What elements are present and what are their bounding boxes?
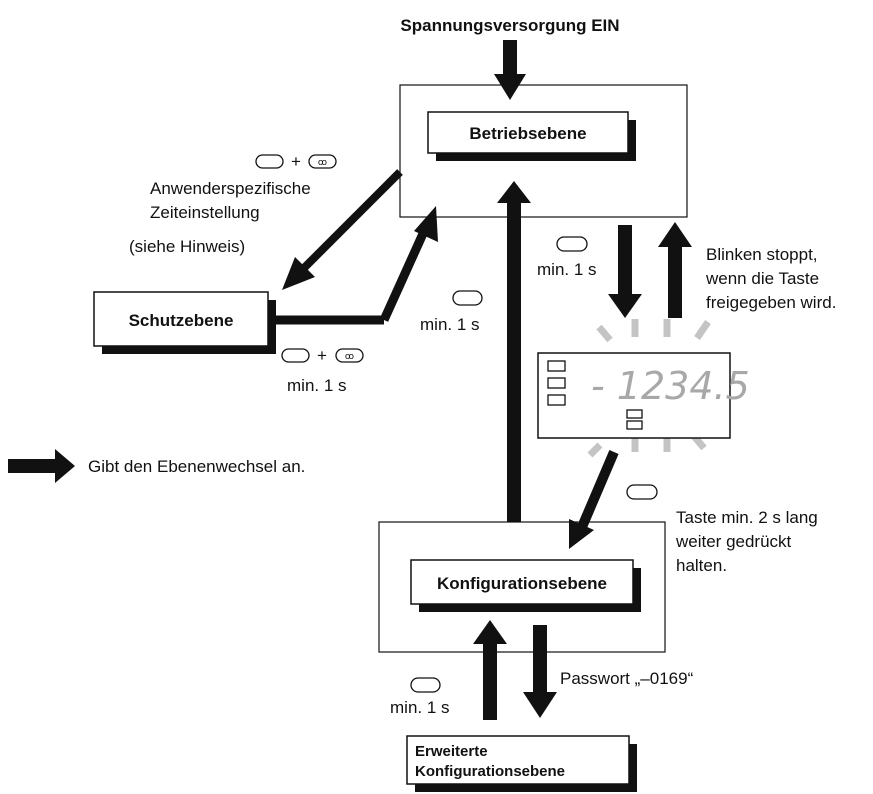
arrow-operation-to-protection	[282, 169, 403, 290]
min-1s-bottom-label: min. 1 s	[390, 698, 450, 717]
key-icon	[255, 154, 284, 169]
operation-level-label: Betriebsebene	[469, 124, 586, 143]
min-1s-left-label: min. 1 s	[420, 315, 480, 334]
arrow-protection-to-operation	[276, 206, 438, 325]
operation-level-frame	[399, 84, 688, 218]
key-icon	[626, 484, 658, 500]
power-on-arrow	[494, 40, 526, 100]
blink-note-line2: wenn die Taste	[705, 269, 819, 288]
custom-time-line1: Anwenderspezifische	[150, 179, 311, 198]
configuration-level-box: Konfigurationsebene	[410, 559, 641, 612]
blink-note-line1: Blinken stoppt,	[706, 245, 818, 264]
arrow-configuration-to-extended	[523, 625, 557, 718]
mode-key-icon	[335, 348, 364, 363]
min-1s-right-label: min. 1 s	[537, 260, 597, 279]
custom-time-line2: Zeiteinstellung	[150, 203, 260, 222]
key-icon	[452, 290, 483, 306]
hold-note-line2: weiter gedrückt	[675, 532, 792, 551]
key-icon	[556, 236, 588, 252]
plus-sign: +	[291, 152, 301, 171]
configuration-level-frame	[378, 521, 666, 653]
power-on-label: Spannungsversorgung EIN	[400, 16, 619, 35]
operation-level-box: Betriebsebene	[427, 111, 636, 161]
key-combo-top: + ꝏ	[255, 152, 337, 171]
display-value: - 1234.5	[591, 364, 750, 408]
legend-arrow	[8, 449, 75, 483]
hold-note-line3: halten.	[676, 556, 727, 575]
mode-key-icon	[308, 154, 337, 169]
legend-text: Gibt den Ebenenwechsel an.	[88, 457, 305, 476]
arrow-display-to-operation	[658, 222, 692, 318]
arrow-display-to-configuration	[569, 450, 619, 549]
configuration-level-label: Konfigurationsebene	[437, 574, 607, 593]
min-1s-protection-label: min. 1 s	[287, 376, 347, 395]
extended-configuration-level-box: Erweiterte Konfigurationsebene	[406, 735, 637, 792]
blink-note-line3: freigegeben wird.	[706, 293, 836, 312]
hold-note-line1: Taste min. 2 s lang	[676, 508, 818, 527]
arrow-operation-to-display	[608, 225, 642, 318]
display-indicators	[547, 360, 643, 430]
extended-level-label-line1: Erweiterte	[415, 743, 488, 760]
protection-level-label: Schutzebene	[129, 311, 234, 330]
mode-key-symbol-icon: ꝏ	[345, 352, 354, 362]
plus-sign: +	[317, 346, 327, 365]
mode-key-symbol-icon: ꝏ	[318, 158, 327, 168]
protection-level-box: Schutzebene	[93, 291, 276, 354]
arrow-configuration-to-operation	[497, 181, 531, 522]
key-icon	[410, 677, 441, 693]
key-icon	[281, 348, 310, 363]
arrow-extended-to-configuration	[473, 620, 507, 720]
key-combo-bottom: + ꝏ	[281, 346, 364, 365]
password-label: Passwort „–0169“	[560, 669, 694, 688]
see-note-label: (siehe Hinweis)	[129, 237, 245, 256]
extended-level-label-line2: Konfigurationsebene	[415, 763, 565, 780]
